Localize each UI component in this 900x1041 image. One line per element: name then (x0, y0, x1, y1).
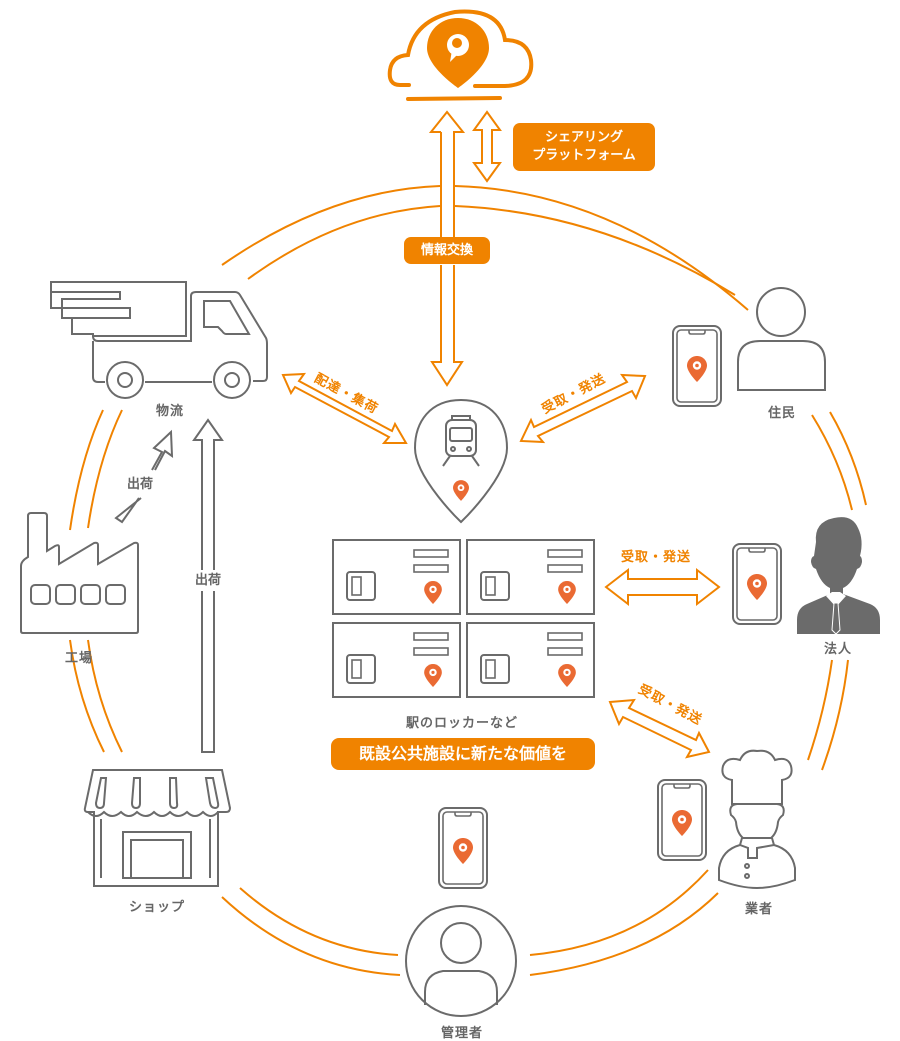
resident-avatar-icon (737, 287, 826, 391)
info-exchange-arrow[interactable] (428, 110, 466, 387)
node-label-corporate: 法人 (823, 642, 853, 657)
shop-ship-arrow (192, 418, 224, 753)
corporate-arrow-label: 受取・発送 (621, 550, 692, 565)
node-label-factory: 工場 (64, 651, 94, 666)
locker-unit (332, 539, 461, 615)
corporate-hub-arrow[interactable] (604, 567, 721, 607)
node-label-shop: ショップ (128, 900, 186, 915)
sharing-platform-line1: シェアリング (544, 130, 623, 145)
resident-phone-icon (673, 326, 721, 406)
platform-double-arrow[interactable] (472, 110, 502, 183)
node-label-logistics: 物流 (155, 404, 185, 419)
factory-ship-label: 出荷 (126, 474, 154, 495)
factory-icon (20, 512, 139, 634)
corporate-phone-icon (733, 544, 781, 624)
factory-ship-arrow (114, 429, 174, 524)
node-label-resident: 住民 (767, 406, 797, 421)
cloud-pin-icon (387, 9, 534, 101)
info-exchange-badge: 情報交換 (404, 237, 490, 264)
sharing-platform-line2: プラットフォーム (532, 148, 636, 163)
node-label-manager: 管理者 (440, 1026, 484, 1041)
manager-avatar-icon (405, 905, 517, 1017)
tagline-badge: 既設公共施設に新たな価値を (331, 738, 595, 770)
business-phone-icon (658, 780, 706, 860)
manager-phone-icon (439, 808, 487, 888)
shop-icon (83, 769, 232, 887)
ring (69, 185, 867, 976)
locker-unit (332, 622, 461, 698)
business-hub-arrow[interactable] (608, 698, 711, 759)
shop-ship-label: 出荷 (194, 570, 222, 591)
resident-hub-arrow[interactable] (519, 373, 647, 444)
truck-icon (50, 281, 268, 399)
locker-grid (332, 539, 595, 698)
locker-unit (466, 539, 595, 615)
businessman-icon (797, 517, 880, 635)
logistics-hub-arrow[interactable] (281, 372, 408, 444)
node-label-business: 業者 (744, 902, 774, 917)
train-pin-icon (413, 398, 509, 524)
locker-label: 駅のロッカーなど (405, 716, 519, 731)
locker-unit (466, 622, 595, 698)
chef-icon (718, 749, 796, 890)
sharing-platform-badge: シェアリング プラットフォーム (513, 123, 655, 171)
